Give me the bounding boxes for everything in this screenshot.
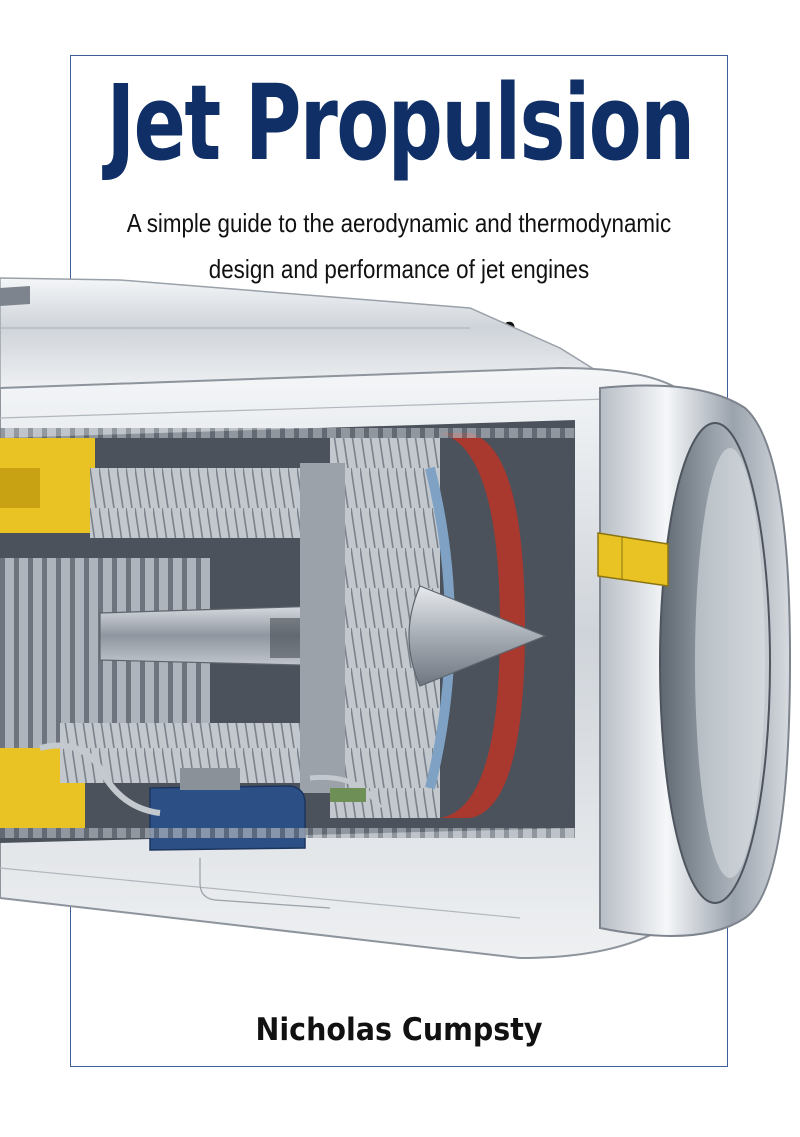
book-title: Jet Propulsion <box>106 62 695 184</box>
subtitle-line-1: A simple guide to the aerodynamic and th… <box>126 208 672 238</box>
book-author: Nicholas Cumpsty <box>255 1012 543 1048</box>
subtitle-line-2: design and performance of jet engines <box>208 254 590 284</box>
cutaway-turbofan-engine-illustration <box>0 277 792 960</box>
book-subtitle: A simple guide to the aerodynamic and th… <box>116 200 682 292</box>
